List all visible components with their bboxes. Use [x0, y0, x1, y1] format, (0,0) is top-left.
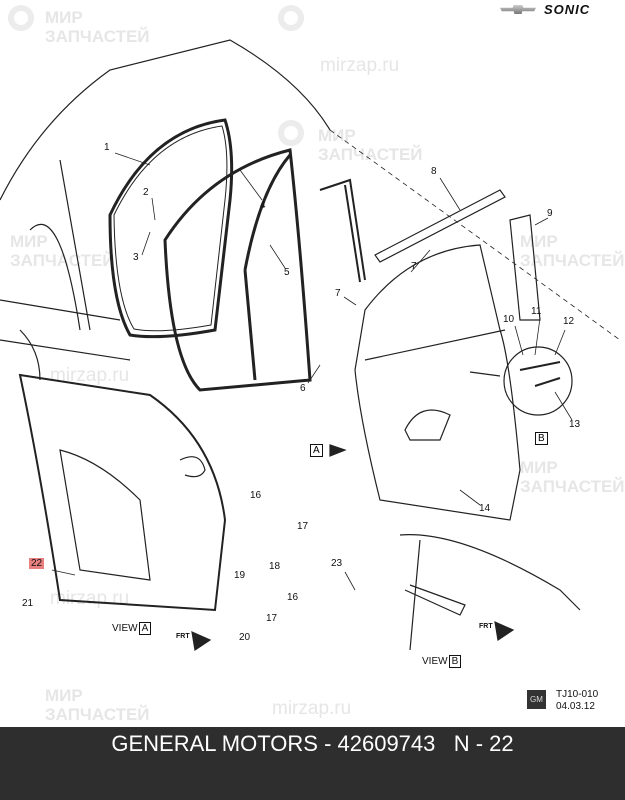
callout-7: 7	[335, 288, 341, 299]
callout-13: 13	[569, 419, 581, 430]
part-number-caption: GENERAL MOTORS - 42609743 N - 22	[111, 731, 514, 756]
view-label: VIEW	[422, 656, 448, 667]
gm-logo: GM	[527, 690, 546, 709]
callout-5: 5	[284, 267, 290, 278]
callout-20: 20	[239, 632, 251, 643]
callout-16: 16	[287, 592, 299, 603]
chevrolet-bowtie-icon	[500, 5, 536, 14]
callout-16: 16	[250, 490, 262, 501]
view-letter: A	[138, 622, 152, 635]
callout-23: 23	[331, 558, 343, 569]
callout-3: 3	[133, 252, 139, 263]
callout-18: 18	[269, 561, 281, 572]
view-letter: B	[448, 655, 462, 668]
front-arrow-label: FRT	[176, 633, 190, 640]
callout-12: 12	[563, 316, 575, 327]
view-b-marker: B	[535, 432, 548, 445]
front-arrow-label: FRT	[479, 623, 493, 630]
view-a-marker: A	[310, 444, 323, 457]
callout-14: 14	[479, 503, 491, 514]
callout-4: 4	[260, 200, 266, 211]
door-parts-diagram	[0, 39, 621, 652]
callout-17: 17	[297, 521, 309, 532]
brand-logo: SONIC	[500, 2, 590, 17]
illustration-code: TJ10-010	[556, 689, 599, 700]
bottom-bar	[0, 727, 625, 800]
model-name: SONIC	[544, 2, 591, 17]
view-label: VIEW	[112, 623, 138, 634]
callout-2: 2	[143, 187, 149, 198]
callout-21: 21	[22, 598, 34, 609]
callout-10: 10	[503, 314, 515, 325]
callout-22-highlighted[interactable]: 22	[29, 558, 45, 569]
illustration-date: 04.03.12	[556, 701, 595, 712]
callout-9: 9	[547, 208, 553, 219]
callout-19: 19	[234, 570, 246, 581]
callout-17: 17	[266, 613, 278, 624]
callout-7: 7	[411, 261, 417, 272]
callout-8: 8	[431, 166, 437, 177]
callout-11: 11	[531, 306, 542, 317]
callout-1: 1	[104, 142, 110, 153]
callout-6: 6	[300, 383, 306, 394]
